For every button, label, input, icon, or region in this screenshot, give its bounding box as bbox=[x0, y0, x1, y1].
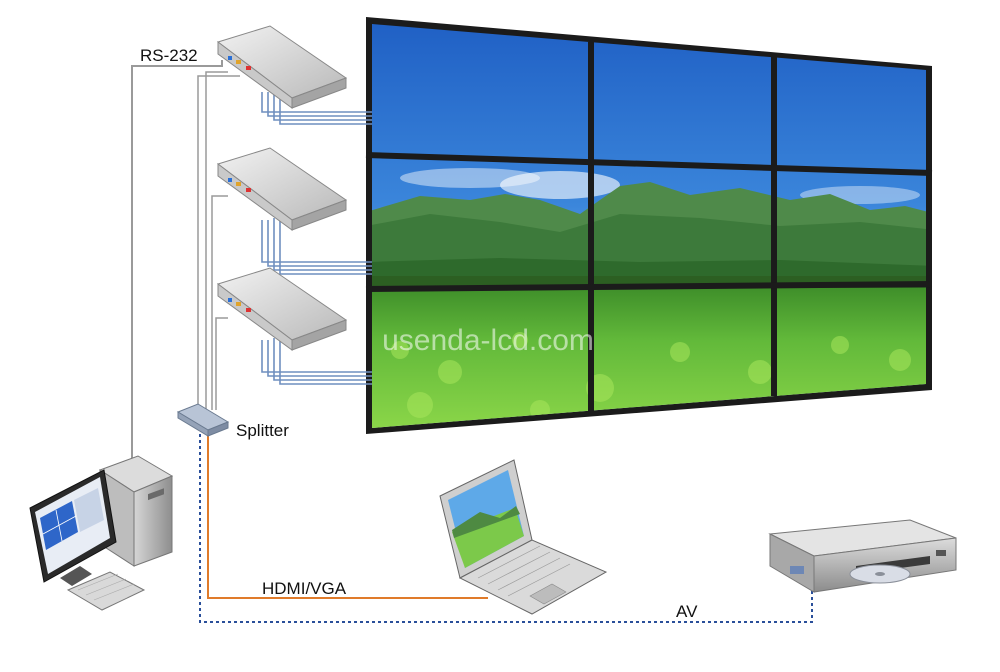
control-pc bbox=[30, 456, 172, 610]
dvd-player bbox=[770, 520, 956, 592]
splitter-label: Splitter bbox=[236, 421, 289, 440]
hdmi-vga-label: HDMI/VGA bbox=[262, 579, 347, 598]
pc-monitor bbox=[30, 470, 116, 586]
rs232-cable bbox=[132, 60, 222, 460]
wall-controller-3 bbox=[218, 268, 346, 350]
watermark: usenda-lcd.com bbox=[382, 324, 594, 357]
landscape-image bbox=[366, 17, 936, 438]
laptop bbox=[440, 460, 606, 614]
splitter-device bbox=[178, 404, 228, 436]
wall-controller-2 bbox=[218, 148, 346, 230]
rs232-label: RS-232 bbox=[140, 46, 198, 65]
video-wall: usenda-lcd.com bbox=[366, 17, 936, 438]
controller-daisy-chain bbox=[198, 72, 240, 410]
wall-controller-1 bbox=[218, 26, 346, 108]
av-label: AV bbox=[676, 602, 698, 621]
